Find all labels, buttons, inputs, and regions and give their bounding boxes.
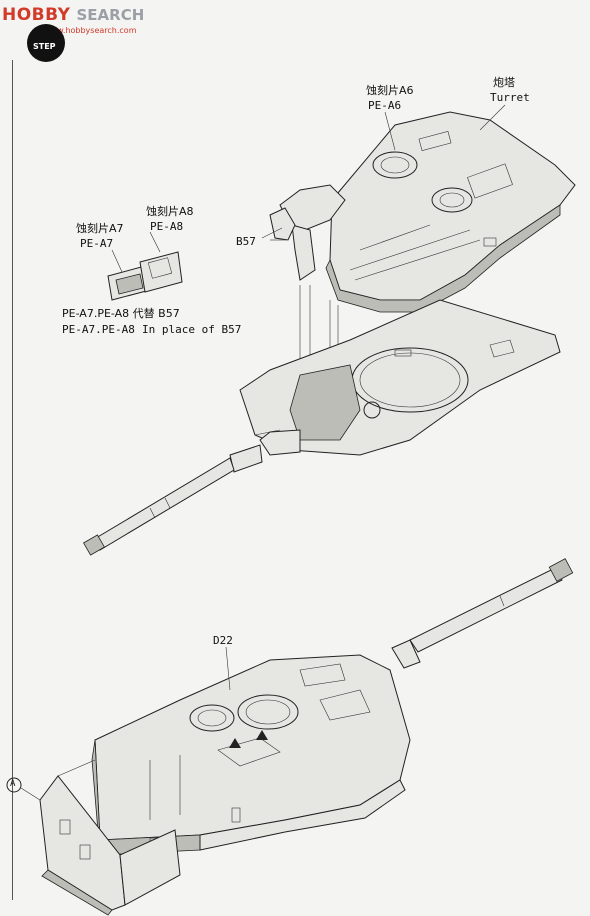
watermark-brand: HOBBY: [2, 5, 71, 25]
callout-replace-en-right: In place of B57: [142, 323, 242, 336]
callout-pe-a7-cn: 蚀刻片A7: [76, 222, 124, 235]
callout-pe-a6: PE-A6: [368, 99, 402, 112]
front-armor-part: [6, 759, 181, 916]
callout-leaders-upper: [261, 104, 506, 239]
callout-pe-a8-cn: 蚀刻片A8: [146, 205, 194, 218]
turret-upper-assembly: [269, 111, 576, 313]
callout-replace-en-left: PE-A7.PE-A8: [62, 323, 135, 336]
callout-ref-a: A: [10, 779, 16, 789]
page-edge-line: [12, 60, 13, 900]
turret-base-plate: [239, 299, 561, 456]
callout-pe-a7: PE-A7: [80, 237, 114, 250]
watermark-search: SEARCH: [76, 6, 145, 24]
callout-pe-a6-cn: 蚀刻片A6: [366, 84, 414, 97]
gun-barrel-upper: [83, 429, 301, 556]
turret-lower-assembly: [91, 654, 411, 856]
watermark-logo: HOBBY SEARCH: [2, 4, 144, 26]
callout-replace-cn: PE-A7.PE-A8 代替 B57: [62, 307, 180, 320]
callout-turret: Turret: [490, 91, 530, 104]
gun-barrel-lower: [391, 558, 574, 669]
callout-b57: B57: [236, 235, 256, 248]
callout-turret-cn: 炮塔: [493, 76, 515, 89]
step-label: STEP: [33, 42, 56, 51]
callout-d22: D22: [213, 634, 233, 647]
step-badge: [27, 24, 65, 62]
watermark-url: www.hobbysearch.com: [44, 26, 137, 35]
callout-pe-a8: PE-A8: [150, 220, 184, 233]
photo-etch-parts: [107, 231, 183, 301]
d22-leader: [225, 646, 231, 691]
